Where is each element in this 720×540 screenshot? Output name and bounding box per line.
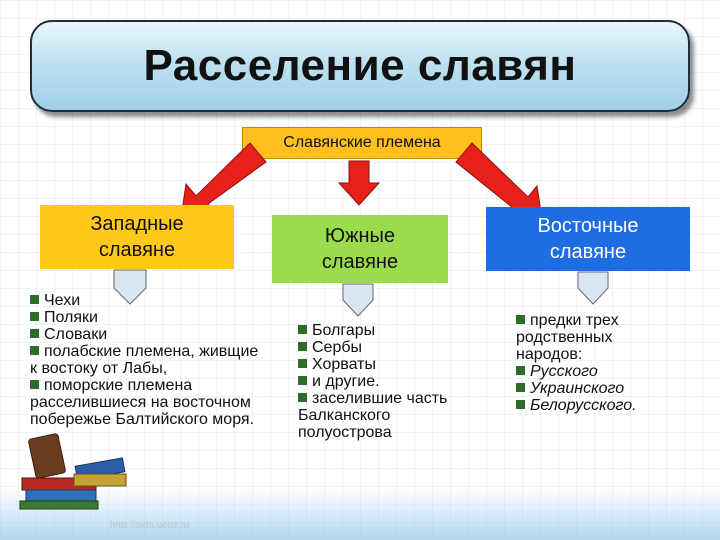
list-item: полабские племена, живщие: [30, 343, 258, 360]
books-icon: [19, 433, 127, 510]
watermark-url: http://aida.ucoz.ru: [110, 520, 190, 531]
list-item-continuation: к востоку от Лабы,: [30, 360, 168, 377]
east-slavs-line1: Восточные: [537, 215, 639, 237]
slavic-tribes-header: Славянские племена: [242, 127, 482, 159]
square-bullet-icon: [516, 383, 525, 392]
title-banner: Расселение славян: [30, 20, 690, 112]
south-slavs-line2: славяне: [321, 251, 399, 273]
west-slavs-box: Западные славяне: [40, 205, 234, 269]
list-item-continuation: побережье Балтийского моря.: [30, 411, 255, 428]
page-title: Расселение славян: [143, 41, 577, 90]
east-slavs-box: Восточные славяне: [486, 207, 690, 271]
list-item: Хорваты: [298, 356, 447, 373]
west-slavs-line1: Западные: [90, 213, 184, 235]
list-item: Сербы: [298, 339, 447, 356]
list-item: поморские племена: [30, 377, 258, 394]
list-item: Поляки: [30, 309, 258, 326]
square-bullet-icon: [30, 380, 39, 389]
south-callout-pointer-icon: [342, 283, 374, 317]
list-item-continuation: полуострова: [298, 424, 392, 441]
east-slavs-line2: славяне: [549, 241, 627, 263]
list-item: предки трех: [516, 312, 637, 329]
square-bullet-icon: [298, 342, 307, 351]
list-item: заселившие часть: [298, 390, 447, 407]
list-item-continuation: народов:: [516, 346, 583, 363]
list-item: Русского: [516, 363, 637, 380]
list-item-continuation: расселившиеся на восточном: [30, 394, 251, 411]
south-slavs-line1: Южные: [324, 225, 396, 247]
square-bullet-icon: [298, 359, 307, 368]
square-bullet-icon: [516, 315, 525, 324]
south-slavs-box: Южные славяне: [272, 215, 448, 283]
list-item: Белорусского.: [516, 397, 637, 414]
list-item: Словаки: [30, 326, 258, 343]
square-bullet-icon: [30, 312, 39, 321]
west-slavs-line2: славяне: [98, 239, 176, 261]
square-bullet-icon: [30, 295, 39, 304]
west-callout-pointer-icon: [113, 269, 147, 305]
list-item-continuation: Балканского: [298, 407, 391, 424]
west-slavs-list: Чехи Поляки Словаки полабские племена, ж…: [30, 292, 258, 428]
square-bullet-icon: [298, 325, 307, 334]
south-slavs-list: Болгары Сербы Хорваты и другие. заселивш…: [298, 322, 447, 441]
square-bullet-icon: [516, 400, 525, 409]
square-bullet-icon: [298, 376, 307, 385]
bottom-gradient-band: [0, 488, 720, 540]
east-callout-pointer-icon: [577, 271, 609, 305]
list-item: Украинского: [516, 380, 637, 397]
square-bullet-icon: [298, 393, 307, 402]
list-item: Чехи: [30, 292, 258, 309]
square-bullet-icon: [30, 329, 39, 338]
east-slavs-list: предки трех родственных народов: Русског…: [516, 312, 637, 414]
list-item: и другие.: [298, 373, 447, 390]
square-bullet-icon: [516, 366, 525, 375]
square-bullet-icon: [30, 346, 39, 355]
list-item: Болгары: [298, 322, 447, 339]
list-item-continuation: родственных: [516, 329, 613, 346]
arrow-to-south-icon: [337, 160, 381, 206]
